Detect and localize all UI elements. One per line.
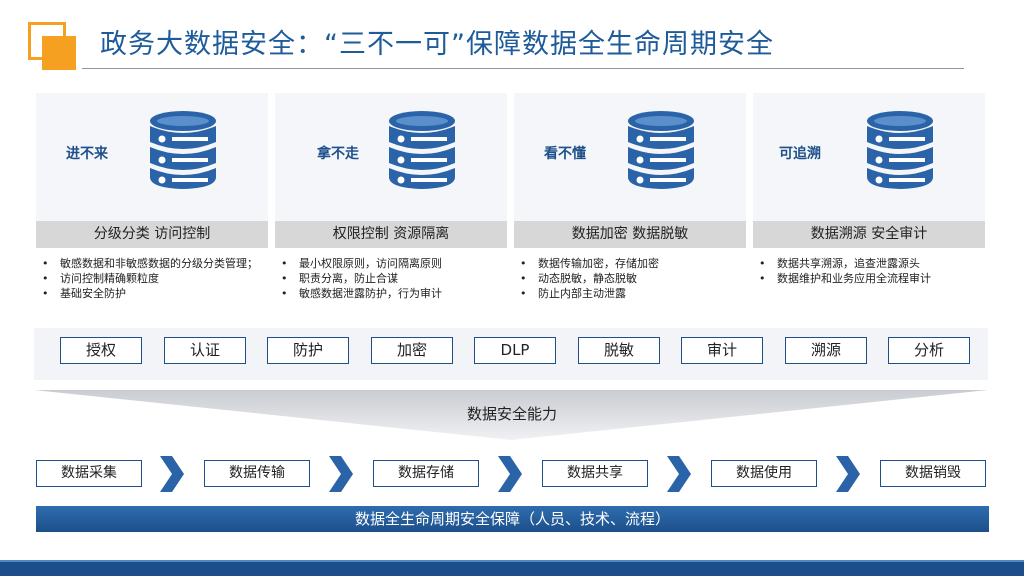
database-icon xyxy=(628,111,694,189)
column-label: 进不来 xyxy=(66,146,108,162)
arrow-right-icon xyxy=(498,456,522,492)
arrow-right-icon xyxy=(160,456,184,492)
database-icon xyxy=(150,111,216,189)
arrow-right-icon xyxy=(836,456,860,492)
funnel-shape xyxy=(34,390,988,440)
bullet-item: 数据传输加密，存储加密 xyxy=(518,256,740,271)
database-icon xyxy=(389,111,455,189)
lifecycle-stage: 数据使用 xyxy=(711,460,817,487)
capability-label: 数据安全能力 xyxy=(466,405,557,423)
lifecycle-stage: 数据销毁 xyxy=(880,460,986,487)
bullet-item: 基础安全防护 xyxy=(40,286,262,301)
page-title: 政务大数据安全：“三不一可”保障数据全生命周期安全 xyxy=(100,29,774,60)
column-label: 看不懂 xyxy=(544,146,586,162)
lifecycle-stage: 数据存储 xyxy=(373,460,479,487)
capability-tag: 加密 xyxy=(371,337,453,364)
column-header: 分级分类 访问控制 xyxy=(36,221,268,248)
bullet-item: 敏感数据和非敏感数据的分级分类管理； xyxy=(40,256,262,271)
bullet-list: 数据传输加密，存储加密 动态脱敏，静态脱敏 防止内部主动泄露 xyxy=(514,248,746,301)
capability-tag: 溯源 xyxy=(785,337,867,364)
bullet-list: 最小权限原则，访问隔离原则 职责分离，防止合谋 敏感数据泄露防护，行为审计 xyxy=(275,248,507,301)
bullet-item: 职责分离，防止合谋 xyxy=(279,271,501,286)
lifecycle-assurance-bar: 数据全生命周期安全保障（人员、技术、流程） xyxy=(36,506,989,532)
logo-inner-square xyxy=(42,36,76,70)
title-divider xyxy=(82,68,964,69)
bullet-item: 动态脱敏，静态脱敏 xyxy=(518,271,740,286)
bottom-strip xyxy=(0,560,1024,576)
capability-tag: 授权 xyxy=(60,337,142,364)
lifecycle-stage: 数据采集 xyxy=(36,460,142,487)
column-1: 进不来 分级分类 访问控制 敏感数据和非敏感数据的分级分类管理； 访问控制精确颗… xyxy=(36,93,268,301)
arrow-right-icon xyxy=(667,456,691,492)
capability-tag: 脱敏 xyxy=(578,337,660,364)
bullet-item: 防止内部主动泄露 xyxy=(518,286,740,301)
capability-tag: 分析 xyxy=(888,337,970,364)
capability-tag: 认证 xyxy=(164,337,246,364)
column-2: 拿不走 权限控制 资源隔离 最小权限原则，访问隔离原则 职责分离，防止合谋 敏感… xyxy=(275,93,507,301)
column-panel: 进不来 xyxy=(36,93,268,221)
bullet-item: 最小权限原则，访问隔离原则 xyxy=(279,256,501,271)
column-4: 可追溯 数据溯源 安全审计 数据共享溯源，追查泄露源头 数据维护和业务应用全流程… xyxy=(753,93,985,286)
column-label: 可追溯 xyxy=(779,146,821,162)
bullet-item: 数据维护和业务应用全流程审计 xyxy=(757,271,979,286)
capability-tag: DLP xyxy=(474,337,556,364)
bullet-item: 敏感数据泄露防护，行为审计 xyxy=(279,286,501,301)
column-panel: 看不懂 xyxy=(514,93,746,221)
column-label: 拿不走 xyxy=(317,146,359,162)
arrow-right-icon xyxy=(329,456,353,492)
bullet-item: 访问控制精确颗粒度 xyxy=(40,271,262,286)
bullet-list: 数据共享溯源，追查泄露源头 数据维护和业务应用全流程审计 xyxy=(753,248,985,286)
bullet-list: 敏感数据和非敏感数据的分级分类管理； 访问控制精确颗粒度 基础安全防护 xyxy=(36,248,268,301)
column-panel: 拿不走 xyxy=(275,93,507,221)
bullet-item: 数据共享溯源，追查泄露源头 xyxy=(757,256,979,271)
capability-tag: 审计 xyxy=(681,337,763,364)
lifecycle-stage: 数据传输 xyxy=(204,460,310,487)
capability-tag: 防护 xyxy=(267,337,349,364)
lifecycle-stage: 数据共享 xyxy=(542,460,648,487)
column-header: 数据加密 数据脱敏 xyxy=(514,221,746,248)
column-panel: 可追溯 xyxy=(753,93,985,221)
column-3: 看不懂 数据加密 数据脱敏 数据传输加密，存储加密 动态脱敏，静态脱敏 防止内部… xyxy=(514,93,746,301)
database-icon xyxy=(867,111,933,189)
column-header: 权限控制 资源隔离 xyxy=(275,221,507,248)
column-header: 数据溯源 安全审计 xyxy=(753,221,985,248)
